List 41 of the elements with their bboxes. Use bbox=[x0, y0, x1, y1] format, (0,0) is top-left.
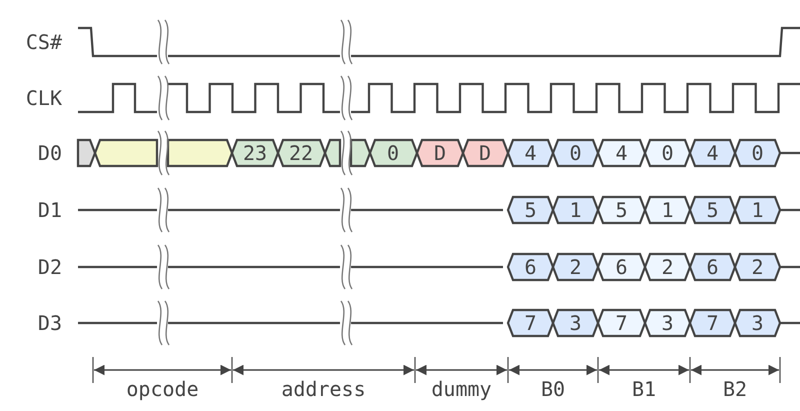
phase-label: address bbox=[281, 378, 366, 400]
bus-value: 1 bbox=[751, 199, 764, 221]
signal-name: CLK bbox=[26, 87, 62, 109]
bus-value: 5 bbox=[615, 199, 628, 221]
bus-value: 4 bbox=[524, 142, 537, 164]
bus-value: D bbox=[478, 142, 492, 164]
bus-value: 2 bbox=[661, 256, 674, 278]
phase-label: B1 bbox=[632, 378, 656, 400]
bus-value: 4 bbox=[706, 142, 719, 164]
bus-value: 0 bbox=[569, 142, 582, 164]
bus-value: 0 bbox=[751, 142, 764, 164]
bus-value: 1 bbox=[661, 199, 674, 221]
bus-value: 0 bbox=[386, 142, 400, 164]
bus-value: 6 bbox=[524, 256, 537, 278]
bus-value: 23 bbox=[242, 142, 268, 164]
bus-value: 3 bbox=[661, 312, 674, 334]
bus-value: 6 bbox=[615, 256, 628, 278]
signal-name: D0 bbox=[38, 142, 62, 164]
bus-value: 3 bbox=[751, 312, 764, 334]
bus-value: 22 bbox=[288, 142, 314, 164]
phase-label: opcode bbox=[126, 378, 199, 400]
bus-value: 4 bbox=[615, 142, 628, 164]
phase-label: B2 bbox=[722, 378, 748, 400]
bus-value: 2 bbox=[569, 256, 582, 278]
signal-name: D2 bbox=[38, 256, 62, 278]
bus-value: 7 bbox=[706, 312, 719, 334]
signal-name: CS# bbox=[26, 31, 62, 53]
bus-value: 3 bbox=[569, 312, 582, 334]
bus-value: 6 bbox=[706, 256, 719, 278]
bus-value: 7 bbox=[615, 312, 628, 334]
bus-value: D bbox=[434, 142, 446, 164]
signal-name: D3 bbox=[38, 312, 62, 334]
bus-value: 2 bbox=[751, 256, 764, 278]
signal-name: D1 bbox=[38, 199, 62, 221]
bus-value: 5 bbox=[706, 199, 719, 221]
bus-value: 0 bbox=[661, 142, 674, 164]
bus-value: 7 bbox=[524, 312, 537, 334]
bus-value: 1 bbox=[569, 199, 582, 221]
phase-label: B0 bbox=[540, 378, 566, 400]
bus-value: 5 bbox=[524, 199, 537, 221]
phase-label: dummy bbox=[431, 378, 492, 400]
